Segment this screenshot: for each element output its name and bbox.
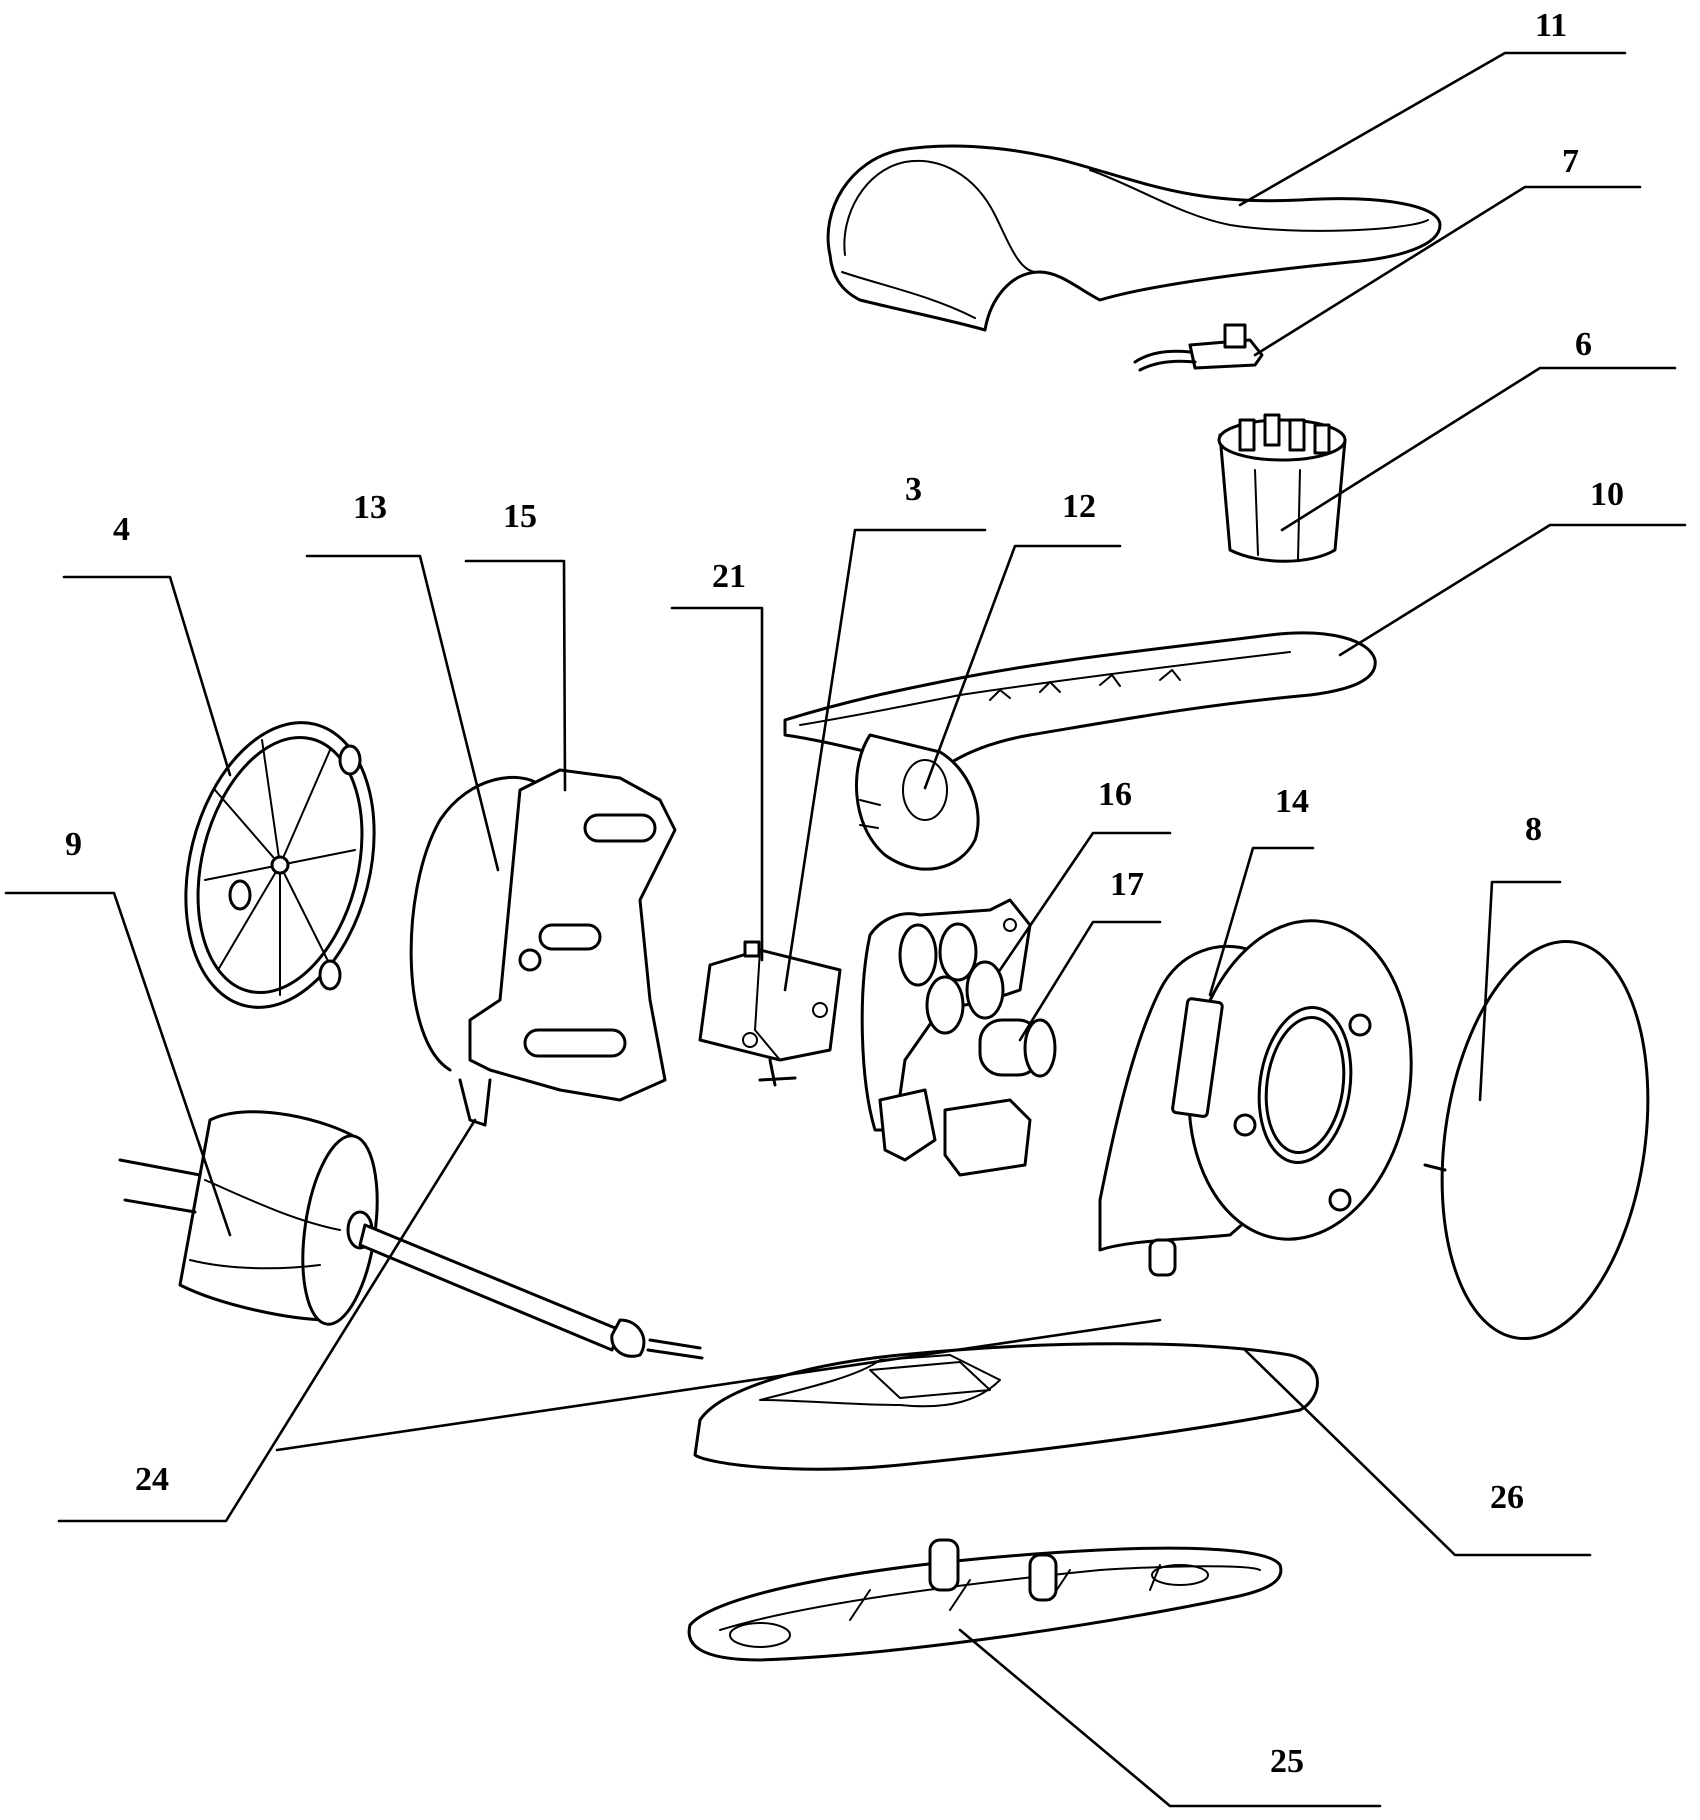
label-21: 21 — [712, 558, 746, 595]
part-9-motor — [118, 1110, 704, 1360]
part-12-impeller-housing — [855, 733, 980, 871]
part-15-inner-frame — [458, 768, 677, 1127]
part-26-base-shell — [693, 1342, 1319, 1471]
part-17-small-motor — [878, 1018, 1057, 1177]
label-3: 3 — [905, 471, 922, 508]
part-7-switch — [1133, 323, 1264, 372]
leader-25 — [958, 1628, 1382, 1808]
label-9: 9 — [65, 826, 82, 863]
leader-4 — [62, 575, 232, 777]
leader-14 — [1208, 846, 1315, 997]
reference-labels: 11 7 6 10 12 3 21 15 13 4 9 16 17 14 8 2… — [65, 7, 1624, 1780]
leader-10 — [1338, 523, 1687, 657]
label-10: 10 — [1590, 476, 1624, 513]
label-12: 12 — [1062, 488, 1096, 525]
leader-lines — [4, 51, 1687, 1808]
part-16-bracket — [860, 898, 1032, 1132]
label-6: 6 — [1575, 326, 1592, 363]
label-14: 14 — [1275, 783, 1309, 820]
part-8-front-plate — [1423, 939, 1650, 1341]
leader-12 — [923, 544, 1122, 790]
label-8: 8 — [1525, 811, 1542, 848]
part-4-fan-grille — [184, 721, 376, 1009]
leader-8 — [1478, 880, 1562, 1102]
label-11: 11 — [1535, 7, 1567, 44]
leader-17 — [1018, 920, 1162, 1042]
part-3-micro-switch — [698, 940, 842, 1087]
leader-24-a — [57, 1118, 477, 1523]
leader-6 — [1280, 366, 1677, 532]
label-4: 4 — [113, 511, 130, 548]
label-24: 24 — [135, 1461, 169, 1498]
part-6-connector — [1217, 413, 1347, 563]
part-13-rear-housing — [409, 775, 542, 1072]
part-25-base-tray — [687, 1538, 1283, 1662]
label-16: 16 — [1098, 776, 1132, 813]
leader-9 — [4, 891, 232, 1237]
leader-26 — [1243, 1348, 1592, 1557]
label-17: 17 — [1110, 866, 1144, 903]
label-25: 25 — [1270, 1743, 1304, 1780]
part-11-top-cover — [826, 144, 1442, 332]
leader-21 — [670, 606, 764, 962]
part-14-front-housing — [1098, 919, 1413, 1277]
leader-7 — [1253, 185, 1642, 357]
leader-11 — [1238, 51, 1627, 207]
label-26: 26 — [1490, 1479, 1524, 1516]
label-7: 7 — [1562, 143, 1579, 180]
leader-24-b — [275, 1318, 1162, 1452]
leader-3 — [783, 528, 987, 992]
leader-13 — [305, 554, 500, 872]
leader-15 — [464, 559, 567, 792]
leader-16 — [998, 831, 1172, 972]
label-13: 13 — [353, 489, 387, 526]
label-15: 15 — [503, 498, 537, 535]
